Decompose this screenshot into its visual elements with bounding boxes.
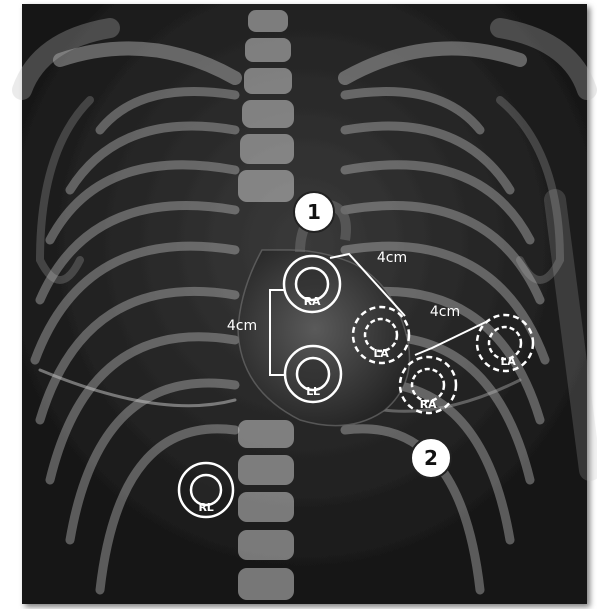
- dimension-label-vertical: 4cm: [227, 318, 257, 334]
- electrode-label-p2-la: LA: [374, 347, 390, 360]
- electrode-label-p1-ll: LL: [306, 385, 320, 398]
- electrode-label-p2-ra: RA: [420, 398, 437, 411]
- dimension-label-diagonal: 4cm: [377, 250, 407, 266]
- electrode-label-p1-rl: RL: [199, 501, 214, 514]
- marker-2-number: 2: [424, 446, 438, 470]
- marker-1: 1: [294, 192, 334, 232]
- electrode-label-p1-ra: RA: [304, 295, 321, 308]
- electrode-label-p2-la-far: LA: [501, 355, 517, 368]
- marker-2: 2: [411, 438, 451, 478]
- marker-1-number: 1: [307, 200, 321, 224]
- dimension-label-right: 4cm: [430, 304, 460, 320]
